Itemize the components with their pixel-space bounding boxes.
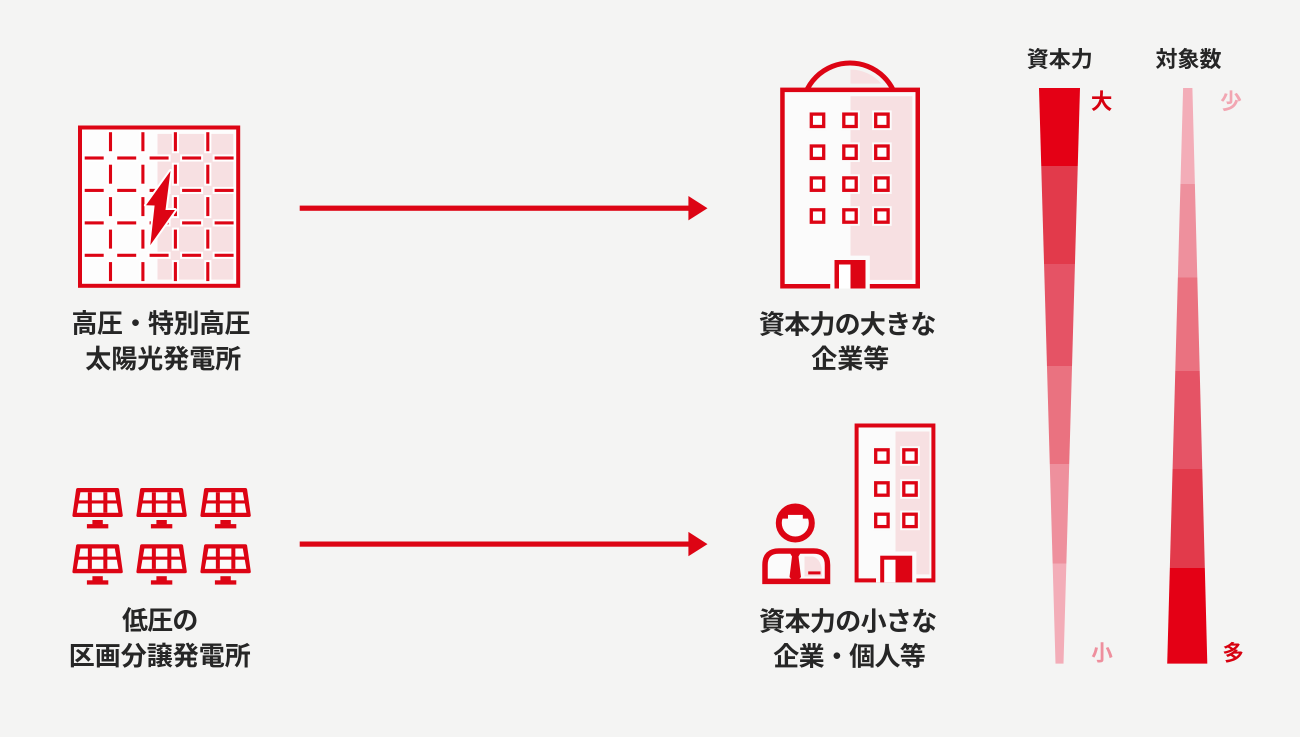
svg-text:区画分譲発電所: 区画分譲発電所 (69, 636, 251, 673)
svg-text:資本力: 資本力 (1027, 42, 1093, 74)
svg-text:大: 大 (1091, 85, 1113, 116)
svg-text:低圧の: 低圧の (122, 601, 198, 638)
svg-text:少: 少 (1220, 85, 1242, 116)
svg-text:高圧・特別高圧: 高圧・特別高圧 (71, 304, 250, 341)
svg-text:資本力の小さな: 資本力の小さな (759, 602, 936, 639)
svg-text:資本力の大きな: 資本力の大きな (759, 305, 936, 342)
svg-text:多: 多 (1222, 637, 1244, 668)
svg-text:対象数: 対象数 (1155, 42, 1221, 74)
svg-text:太陽光発電所: 太陽光発電所 (85, 339, 241, 376)
svg-text:企業・個人等: 企業・個人等 (773, 637, 925, 674)
svg-text:企業等: 企業等 (811, 339, 889, 376)
svg-text:小: 小 (1091, 637, 1113, 668)
